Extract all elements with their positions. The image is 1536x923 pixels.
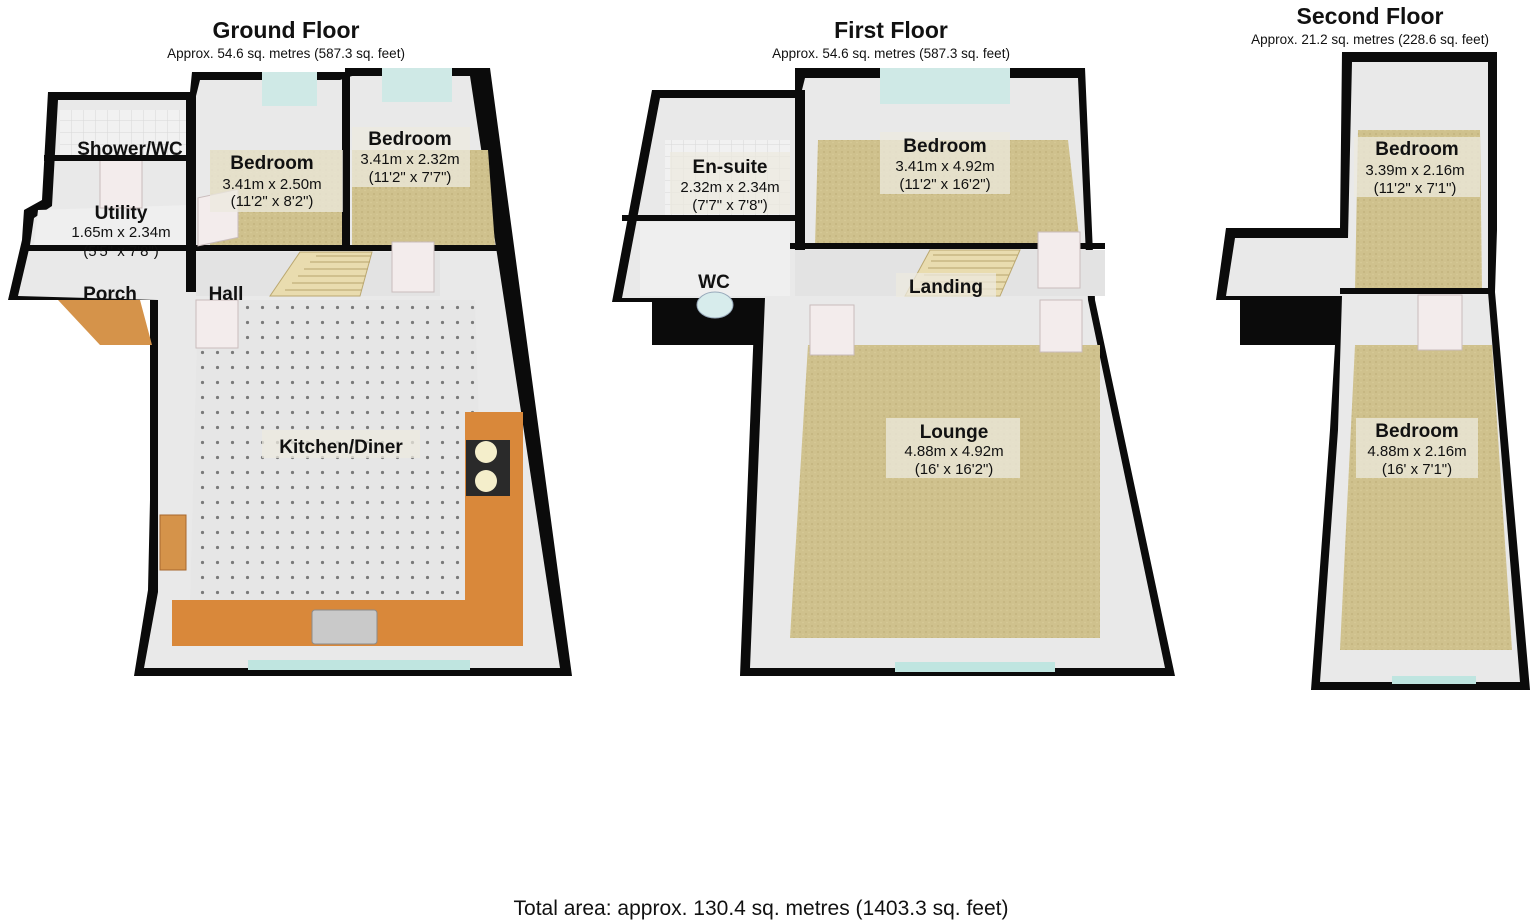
hall-kitchen-door (195, 299, 239, 349)
room-lounge-dim-metric: 4.88m x 4.92m (904, 443, 1003, 460)
room-second-bedroom-2-name: Bedroom (1375, 421, 1458, 442)
first-floor-title: First Floor (834, 17, 948, 43)
kitchen-label-bg (262, 430, 420, 458)
ground-stair-door (391, 241, 435, 293)
second-bedroom-door (1417, 294, 1463, 351)
wc-floor (640, 222, 790, 296)
room-landing-name: Landing (909, 277, 983, 298)
room-utility-dim-imperial: (5'5" x 7'8") (83, 243, 159, 260)
ground-bedroom-1-label-bg (210, 150, 343, 212)
first-partition-1 (795, 90, 805, 250)
second-floor-area: Approx. 21.2 sq. metres (228.6 sq. feet) (1251, 32, 1489, 47)
room-ground-bedroom-1-name: Bedroom (230, 153, 313, 174)
room-ground-bedroom-2-dim-imperial: (11'2" x 7'7") (369, 169, 452, 186)
room-utility-dim-metric: 1.65m x 2.34m (71, 224, 170, 241)
room-ground-bedroom-2-name: Bedroom (368, 129, 451, 150)
wc-toilet (696, 291, 734, 319)
second-bedroom-2-label-bg (1356, 418, 1478, 478)
ground-partition-1 (186, 92, 196, 292)
second-bedroom-2-floor (1340, 345, 1512, 650)
second-floor-title: Second Floor (1297, 3, 1444, 29)
total-area: Total area: approx. 130.4 sq. metres (14… (514, 897, 1009, 920)
second-partition (1340, 288, 1495, 294)
room-second-bedroom-2-dim-imperial: (16' x 7'1") (1382, 461, 1452, 478)
room-ground-bedroom-1-dim-metric: 3.41m x 2.50m (222, 176, 321, 193)
second-bedroom-2-window (1392, 676, 1476, 684)
room-first-bedroom-name: Bedroom (903, 136, 986, 157)
room-first-bedroom-dim-metric: 3.41m x 4.92m (895, 158, 994, 175)
room-hall-name: Hall (209, 284, 244, 305)
porch-floor (58, 300, 152, 345)
room-second-bedroom-1-dim-metric: 3.39m x 2.16m (1365, 162, 1464, 179)
room-lounge-dim-imperial: (16' x 16'2") (915, 461, 994, 478)
kitchen-sink (311, 609, 378, 645)
room-second-bedroom-1-name: Bedroom (1375, 139, 1458, 160)
room-utility-name: Utility (95, 203, 148, 224)
lounge-door-left (809, 304, 855, 356)
first-partition-2 (622, 215, 797, 221)
first-floor-plan (612, 68, 1175, 676)
landing-label-bg (896, 273, 996, 297)
first-floor-area: Approx. 54.6 sq. metres (587.3 sq. feet) (772, 46, 1010, 61)
utility-floor (34, 205, 190, 245)
room-second-bedroom-2-dim-metric: 4.88m x 2.16m (1367, 443, 1466, 460)
first-partition-3 (785, 243, 1105, 249)
room-shower-wc-name: Shower/WC (77, 139, 183, 160)
lounge-floor (790, 345, 1100, 638)
utility-door (99, 159, 143, 209)
room-first-bedroom-dim-imperial: (11'2" x 16'2") (899, 176, 990, 193)
ground-partition-3 (22, 245, 502, 251)
room-ensuite-dim-metric: 2.32m x 2.34m (680, 179, 779, 196)
second-bedroom-1-label-bg (1354, 137, 1480, 197)
ground-bedroom-2-label-bg (352, 127, 470, 187)
room-wc-name: WC (698, 272, 730, 293)
room-ensuite-dim-imperial: (7'7" x 7'8") (692, 197, 768, 214)
lounge-window (895, 662, 1055, 672)
landing-door (1037, 231, 1081, 289)
ground-bedroom-1-window (262, 72, 317, 106)
ground-stairs (269, 251, 373, 297)
ensuite-label-bg (670, 152, 790, 214)
room-kitchen-diner-name: Kitchen/Diner (279, 437, 403, 458)
ground-partition-4 (44, 155, 190, 161)
lounge-door-right (1039, 299, 1083, 353)
room-ground-bedroom-1-dim-imperial: (11'2" x 8'2") (231, 193, 314, 210)
first-bedroom-window (880, 68, 1010, 104)
room-ground-bedroom-2-dim-metric: 3.41m x 2.32m (360, 151, 459, 168)
room-porch-name: Porch (83, 284, 137, 305)
lounge-label-bg (886, 418, 1020, 478)
room-lounge-name: Lounge (920, 422, 989, 443)
kitchen-back-door (159, 514, 187, 571)
room-second-bedroom-1-dim-imperial: (11'2" x 7'1") (1374, 180, 1457, 197)
shower-wc-floor (60, 110, 190, 155)
ground-partition-2 (342, 72, 350, 250)
hob-ring-1 (475, 441, 497, 463)
ground-stairs-treads (285, 255, 371, 291)
ground-floor-title: Ground Floor (213, 17, 360, 43)
ground-floor-area: Approx. 54.6 sq. metres (587.3 sq. feet) (167, 46, 405, 61)
ground-bedroom-2-window (382, 68, 452, 102)
first-bedroom-label-bg (880, 132, 1010, 194)
room-ensuite-name: En-suite (693, 157, 768, 178)
kitchen-window (248, 660, 470, 670)
hob-ring-2 (475, 470, 497, 492)
